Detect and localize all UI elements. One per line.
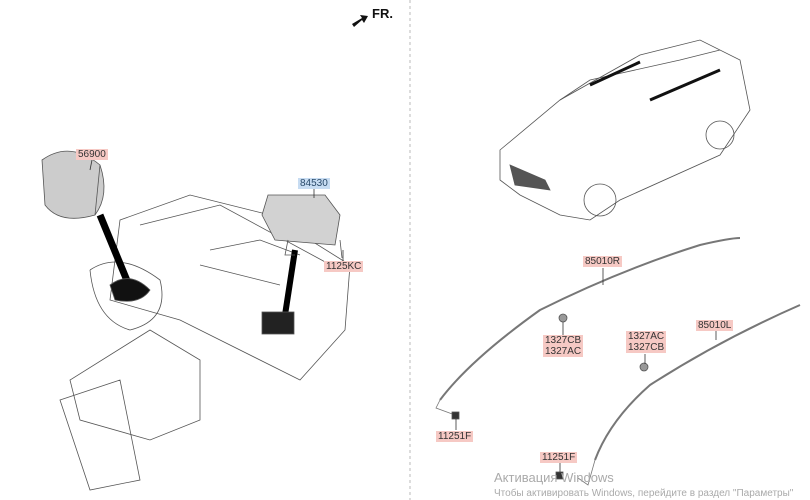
part-label-clip-left[interactable]: 1327AC 1327CB xyxy=(626,331,667,353)
part-label-56900[interactable]: 56900 xyxy=(76,149,108,160)
part-label-85010r[interactable]: 85010R xyxy=(583,256,623,267)
part-label-85010l[interactable]: 85010L xyxy=(696,320,734,331)
curtain-airbag-right-drawing xyxy=(435,237,741,416)
vehicle-drawing xyxy=(499,39,751,221)
part-label-11251f[interactable]: 11251F xyxy=(436,431,474,442)
part-label-1327cb[interactable]: 1327CB xyxy=(628,342,665,353)
leader-lines xyxy=(89,159,717,472)
steering-airbag-drawing xyxy=(41,150,105,219)
part-label-clip-right[interactable]: 1327CB 1327AC xyxy=(543,335,584,357)
part-label-1327ac[interactable]: 1327AC xyxy=(545,346,582,357)
part-label-84530[interactable]: 84530 xyxy=(298,178,330,189)
front-direction-label: FR. xyxy=(372,6,393,21)
dashboard-drawing xyxy=(59,194,351,491)
part-label-1125kc[interactable]: 1125KC xyxy=(324,261,364,272)
part-label-11251f[interactable]: 11251F xyxy=(540,452,578,463)
watermark-title: Активация Windows xyxy=(494,470,614,485)
clip-left-icon xyxy=(639,362,649,372)
curtain-airbag-left-drawing xyxy=(577,304,801,486)
bolt-right-icon xyxy=(451,411,460,420)
watermark-subtitle: Чтобы активировать Windows, перейдите в … xyxy=(494,488,794,499)
bolt-left-icon xyxy=(555,471,564,480)
clip-right-icon xyxy=(558,313,568,323)
passenger-airbag-drawing xyxy=(261,194,343,259)
part-label-1327cb[interactable]: 1327CB xyxy=(545,335,582,346)
part-label-1327ac[interactable]: 1327AC xyxy=(628,331,665,342)
front-arrow-icon xyxy=(352,15,368,27)
